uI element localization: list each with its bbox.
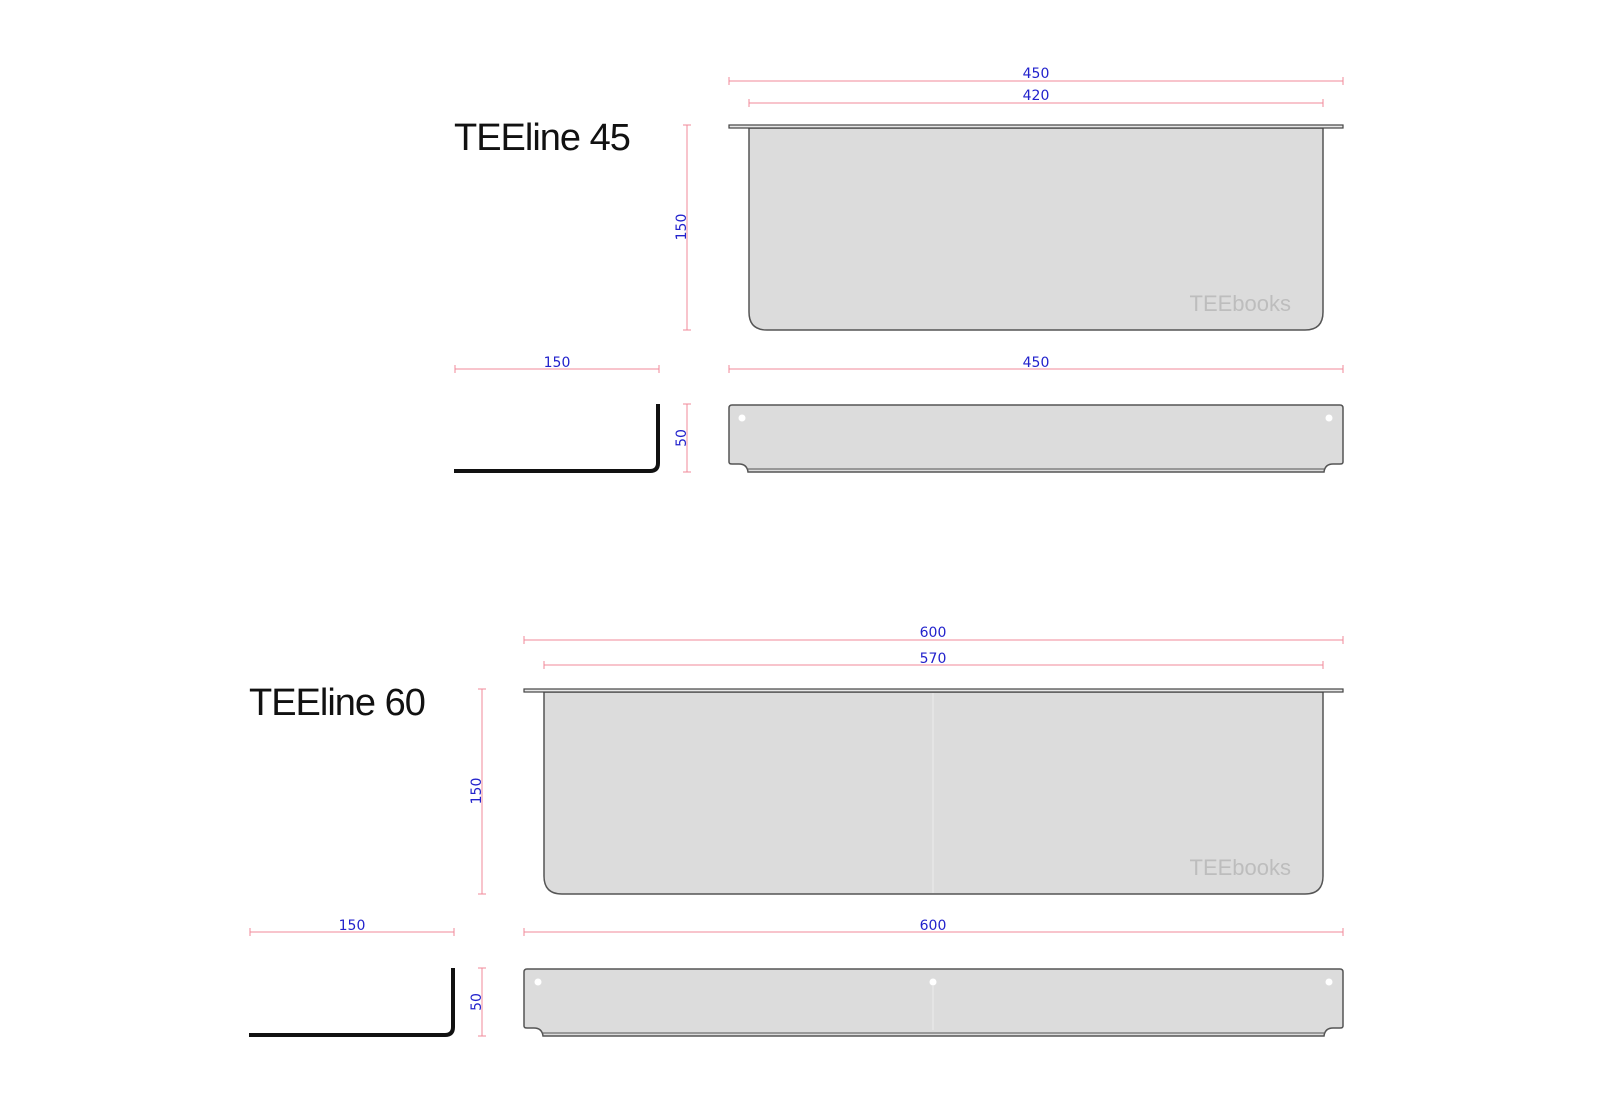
front-view-shelf: [728, 404, 1344, 473]
dimension-label: 150: [339, 918, 366, 934]
dimension-inner-width: 420: [748, 88, 1324, 107]
side-profile-shape: [454, 404, 660, 473]
dimension-label: 420: [1023, 88, 1050, 104]
dimension-front-width: 450: [728, 355, 1344, 373]
dimension-front-width: 600: [523, 918, 1344, 936]
product-teeline-60: TEEline 60 600 570 150 TEEbooks: [249, 625, 1344, 1037]
dimension-inner-width: 570: [543, 651, 1324, 669]
dimension-label: 570: [920, 651, 947, 667]
dimension-label: 150: [674, 214, 690, 241]
product-title: TEEline 45: [454, 117, 630, 159]
brand-mark: TEEbooks: [1190, 855, 1292, 880]
dimension-label: 50: [469, 993, 485, 1011]
mount-hole: [738, 414, 746, 422]
dimension-label: 150: [469, 778, 485, 805]
mount-hole: [1325, 414, 1333, 422]
dimension-depth: 150: [674, 124, 691, 331]
side-profile-shape: [249, 968, 455, 1037]
top-view-shelf: TEEbooks: [728, 124, 1344, 331]
dimension-label: 150: [544, 355, 571, 371]
mount-hole: [1325, 978, 1333, 986]
dimension-profile-height: 50: [674, 403, 691, 473]
dimension-label: 50: [674, 429, 690, 447]
mount-hole: [929, 978, 937, 986]
product-teeline-45: TEEline 45 450 420 150 TEEbooks: [454, 66, 1344, 473]
dimension-profile-height: 50: [469, 967, 486, 1037]
front-view-shelf: [523, 968, 1344, 1037]
mount-hole: [534, 978, 542, 986]
dimension-profile-depth: 150: [454, 355, 660, 373]
top-view-shelf: TEEbooks: [523, 688, 1344, 895]
dimension-label: 450: [1023, 66, 1050, 82]
dimension-profile-depth: 150: [249, 918, 455, 936]
dimension-overall-width: 450: [728, 66, 1344, 85]
dimension-label: 600: [920, 625, 947, 641]
dimension-label: 450: [1023, 355, 1050, 371]
product-title: TEEline 60: [249, 682, 425, 724]
brand-mark: TEEbooks: [1190, 291, 1292, 316]
dimension-label: 600: [920, 918, 947, 934]
dimension-overall-width: 600: [523, 625, 1344, 644]
dimension-depth: 150: [469, 688, 486, 895]
